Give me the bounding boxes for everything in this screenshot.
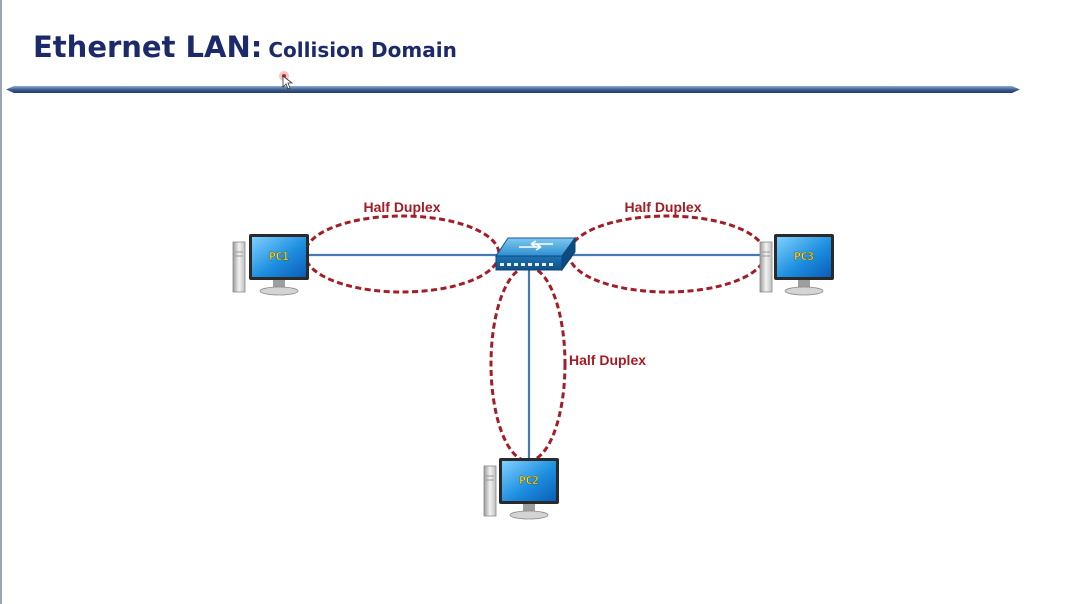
desktop-computer-icon [483,458,559,520]
network-switch-icon [495,236,576,272]
slide-title: Ethernet LAN:Collision Domain [33,26,457,70]
desktop-computer-icon [232,234,309,296]
link-label-pc3: Half Duplex [624,199,701,215]
pc3-node[interactable]: PC3 [759,234,834,296]
switch-node[interactable] [495,236,576,272]
slide-title-main: Ethernet LAN: [33,30,263,64]
pc2-label: PC2 [519,474,539,487]
link-labels: Half Duplex Half Duplex Half Duplex [363,199,701,368]
slide-title-sub: Collision Domain [268,38,457,62]
slide-left-border [0,0,2,604]
pc1-node[interactable]: PC1 [232,234,309,296]
mouse-pointer-icon [279,71,294,90]
link-label-pc1: Half Duplex [363,199,440,215]
title-divider [6,86,1020,93]
pc2-node[interactable]: PC2 [483,458,559,520]
pc1-label: PC1 [269,250,289,263]
desktop-computer-icon [759,234,834,296]
network-links [303,253,768,460]
link-label-pc2: Half Duplex [569,352,646,368]
pc3-label: PC3 [794,250,814,263]
